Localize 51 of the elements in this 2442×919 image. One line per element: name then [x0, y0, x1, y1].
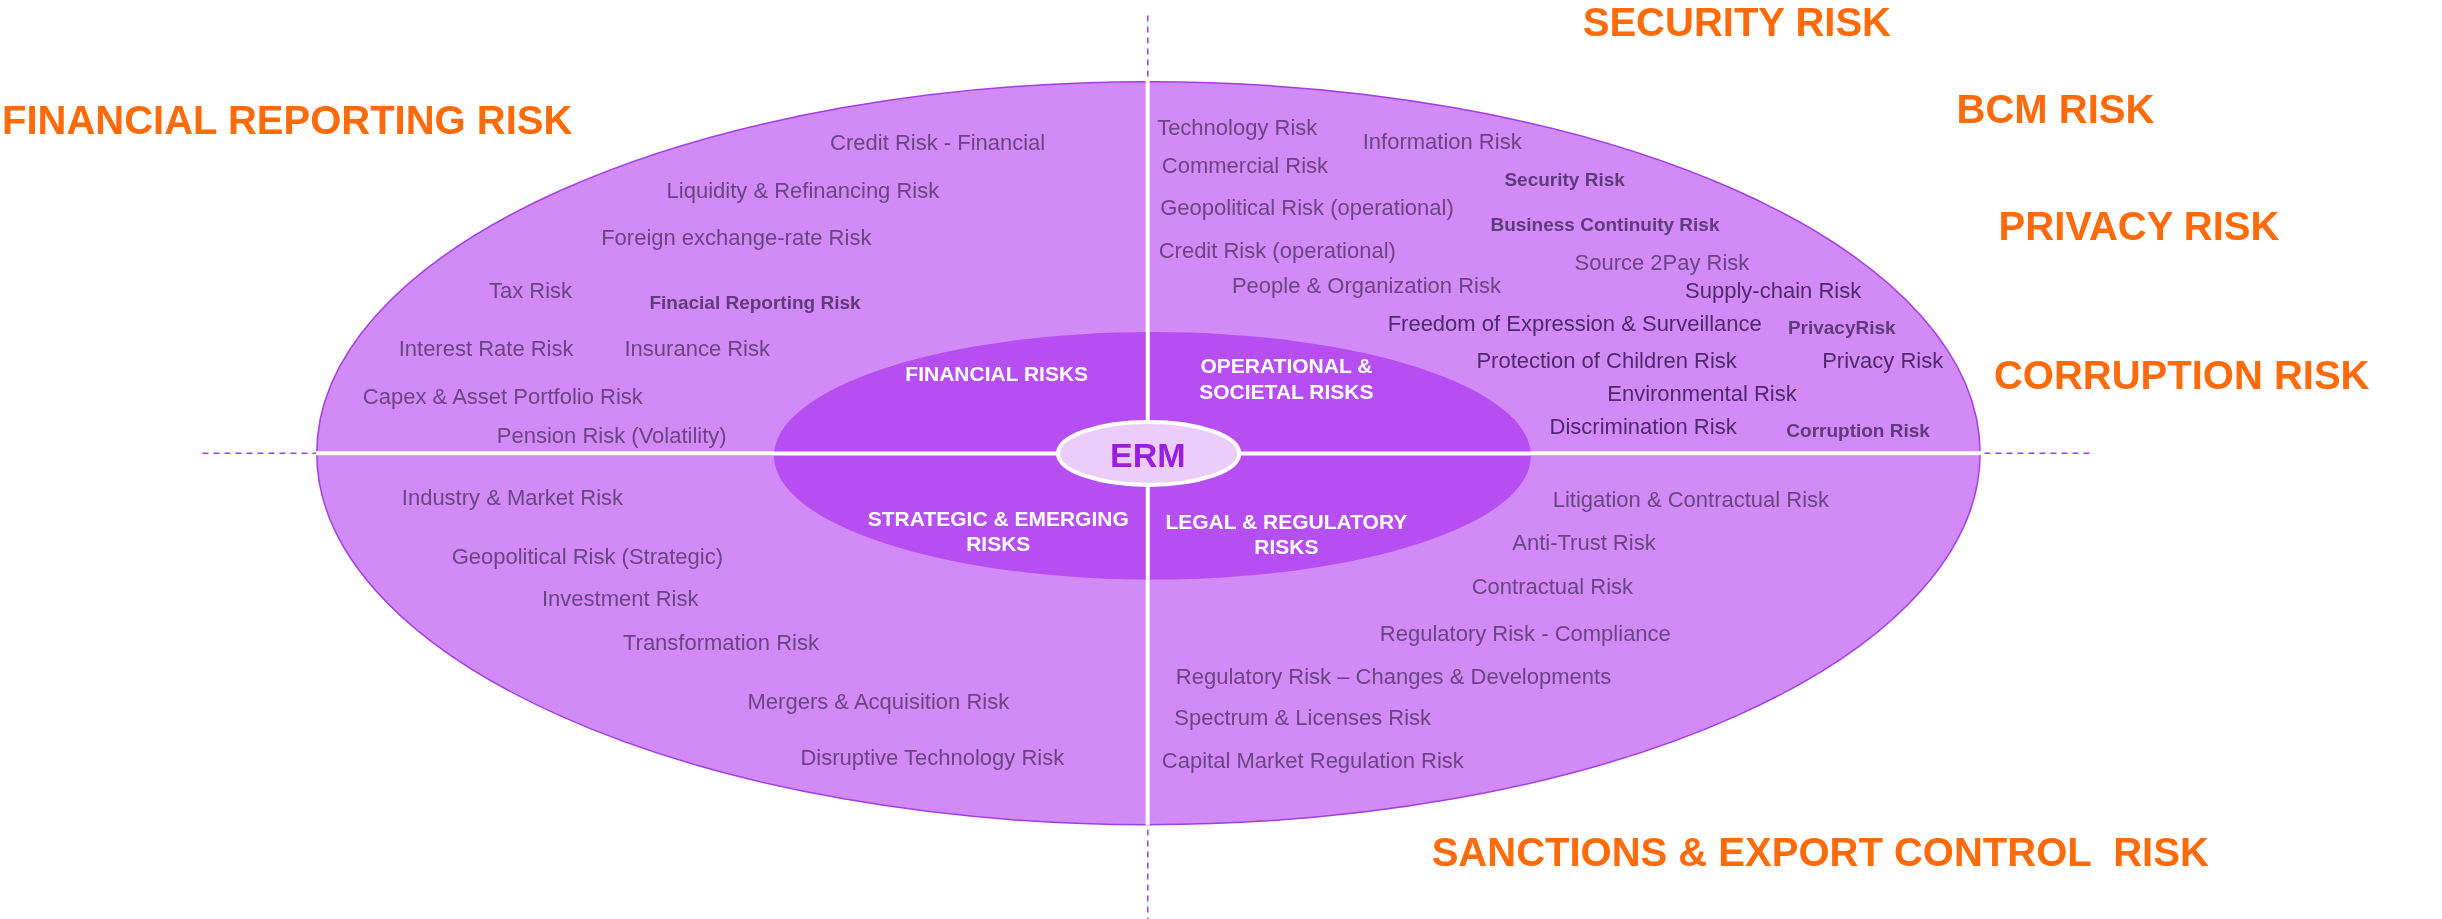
risk-label: Information Risk: [1362, 128, 1522, 155]
category-label: PRIVACY RISK: [1998, 202, 2280, 250]
risk-label: Foreign exchange-rate Risk: [601, 225, 872, 252]
center-ellipse: [1055, 420, 1242, 488]
risk-label: Source 2Pay Risk: [1574, 250, 1750, 277]
risk-label: Environmental Risk: [1607, 380, 1797, 408]
risk-label: Interest Rate Risk: [398, 335, 574, 363]
quadrant-heading: FINANCIAL RISKS: [904, 361, 1090, 387]
risk-label: Capex & Asset Portfolio Risk: [362, 383, 643, 411]
category-label: SANCTIONS & EXPORT CONTROL RISK: [1431, 828, 2209, 876]
risk-label: Contractual Risk: [1471, 573, 1634, 601]
risk-label: Capital Market Regulation Risk: [1161, 748, 1464, 775]
risk-label: Regulatory Risk – Changes & Developments: [1175, 664, 1612, 691]
risk-label: People & Organization Risk: [1231, 273, 1501, 300]
risk-label: Litigation & Contractual Risk: [1552, 486, 1830, 514]
risk-label: Credit Risk - Financial: [830, 130, 1046, 157]
center-label: ERM: [1110, 434, 1186, 476]
risk-label: Geopolitical Risk (Strategic): [451, 544, 724, 571]
risk-label: Transformation Risk: [622, 630, 819, 657]
risk-label: Supply-chain Risk: [1685, 278, 1862, 305]
risk-label: Liquidity & Refinancing Risk: [666, 178, 940, 205]
category-label: BCM RISK: [1956, 86, 2155, 133]
risk-label: Credit Risk (operational): [1158, 237, 1396, 264]
risk-label: Discrimination Risk: [1549, 413, 1737, 440]
risk-label: Industry & Market Risk: [401, 485, 624, 512]
risk-label: Geopolitical Risk (operational): [1160, 195, 1454, 222]
quadrant-heading: OPERATIONAL & SOCIETAL RISKS: [1198, 353, 1375, 404]
quadrant-heading: LEGAL & REGULATORY RISKS: [1164, 509, 1409, 560]
category-label: SECURITY RISK: [1582, 0, 1891, 46]
risk-label: Regulatory Risk - Compliance: [1379, 620, 1671, 648]
risk-label: Mergers & Acquisition Risk: [747, 689, 1010, 716]
risk-label: PrivacyRisk: [1787, 317, 1896, 340]
risk-label: Commercial Risk: [1161, 153, 1329, 180]
category-label: FINANCIAL REPORTING RISK: [2, 96, 573, 144]
risk-label: Investment Risk: [541, 586, 699, 613]
risk-label: Anti-Trust Risk: [1512, 530, 1656, 557]
risk-label: Security Risk: [1504, 169, 1625, 193]
risk-label: Privacy Risk: [1822, 348, 1944, 375]
risk-label: Protection of Children Risk: [1476, 348, 1737, 375]
risk-label: Spectrum & Licenses Risk: [1174, 704, 1432, 732]
risk-label: Finacial Reporting Risk: [649, 292, 861, 316]
risk-label: Freedom of Expression & Surveillance: [1387, 310, 1762, 338]
quadrant-heading: STRATEGIC & EMERGING RISKS: [867, 505, 1130, 557]
risk-label: Technology Risk: [1157, 114, 1318, 141]
risk-label: Corruption Risk: [1786, 420, 1930, 443]
category-label: CORRUPTION RISK: [1993, 352, 2370, 400]
risk-label: Business Continuity Risk: [1490, 214, 1720, 238]
risk-label: Tax Risk: [489, 278, 573, 305]
risk-label: Disruptive Technology Risk: [800, 745, 1065, 772]
risk-label: Insurance Risk: [624, 335, 770, 363]
risk-label: Pension Risk (Volatility): [496, 422, 727, 450]
